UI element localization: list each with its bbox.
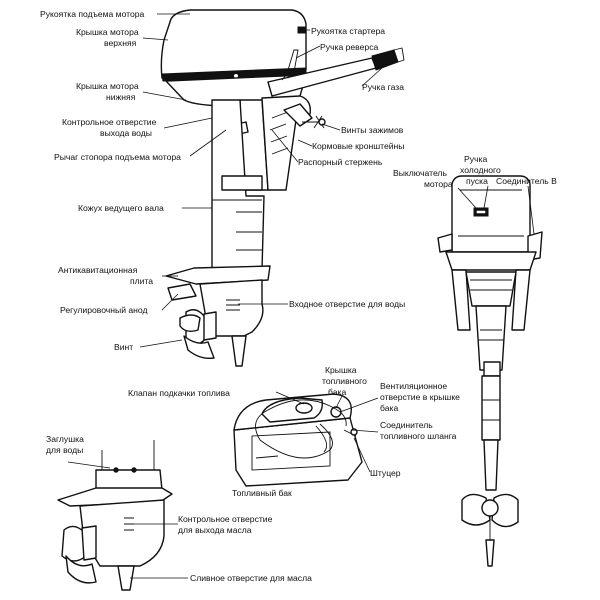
label-fuel-tank: Топливный бак — [232, 488, 292, 498]
label-propeller: Винт — [114, 342, 133, 352]
label-hose-conn-line1: Соединитель — [380, 420, 433, 430]
label-vent-line3: бака — [380, 403, 398, 413]
label-anticav-line1: Антикавитационная — [58, 265, 138, 275]
label-choke-line1: Ручка — [464, 154, 487, 164]
label-water-inlet: Входное отверстие для воды — [289, 299, 405, 309]
label-lower-cover-line1: Крышка мотора — [76, 81, 139, 91]
leader-lines — [67, 13, 535, 579]
label-water-plug-line2: для воды — [46, 445, 83, 455]
label-tank-cap-line3: бака — [328, 387, 346, 397]
label-oil-drain: Сливное отверстие для масла — [190, 573, 312, 583]
label-hose-conn-line2: топливного шланга — [380, 431, 457, 441]
label-upper-cover-line1: Крышка мотора — [76, 27, 139, 37]
label-kill-switch-line2: мотора — [424, 179, 453, 189]
label-thrust-rod: Распорный стержень — [298, 157, 383, 167]
label-water-plug-line1: Заглушка — [46, 434, 84, 444]
label-fitting: Штуцер — [370, 468, 401, 478]
gearcase-closeup-drawing — [57, 440, 173, 591]
label-lift-handle: Рукоятка подъема мотора — [40, 9, 145, 19]
label-anode: Регулировочный анод — [60, 305, 148, 315]
label-choke-line2: холодного — [460, 165, 501, 175]
label-throttle: Ручка газа — [362, 82, 404, 92]
label-water-check-line1: Контрольное отверстие — [62, 117, 157, 127]
label-choke-line3: пуска — [466, 176, 488, 186]
label-tank-cap-line2: топливного — [322, 376, 367, 386]
label-starter-handle: Рукоятка стартера — [311, 26, 385, 36]
label-kill-switch-line1: Выключатель — [393, 168, 447, 178]
label-primer-valve: Клапан подкачки топлива — [128, 388, 230, 398]
label-tank-cap-line1: Крышка — [325, 365, 357, 375]
outboard-side-view-drawing — [160, 9, 405, 367]
labels: Рукоятка подъема мотора Крышка мотора ве… — [40, 9, 557, 583]
label-upper-cover-line2: верхняя — [104, 38, 137, 48]
outboard-rear-view-drawing — [437, 175, 543, 567]
label-vent-line2: отверстие в крышке — [380, 392, 460, 402]
label-lower-cover-line2: нижняя — [106, 92, 136, 102]
label-stern-brackets: Кормовые кронштейны — [312, 141, 404, 151]
label-oil-check-line2: для выхода масла — [178, 525, 252, 535]
label-tilt-lever: Рычаг стопора подъема мотора — [54, 152, 181, 162]
label-clamp-screws: Винты зажимов — [341, 125, 404, 135]
label-vent-line1: Вентиляционное — [380, 381, 447, 391]
label-shaft-housing: Кожух ведущего вала — [78, 203, 164, 213]
fuel-tank-drawing — [233, 393, 363, 487]
label-connector-b: Соединитель В — [496, 176, 557, 186]
label-oil-check-line1: Контрольное отверстие — [178, 514, 273, 524]
label-reverse-handle: Ручка реверса — [320, 42, 379, 52]
label-anticav-line2: плита — [130, 276, 153, 286]
label-water-check-line2: выхода воды — [100, 128, 152, 138]
